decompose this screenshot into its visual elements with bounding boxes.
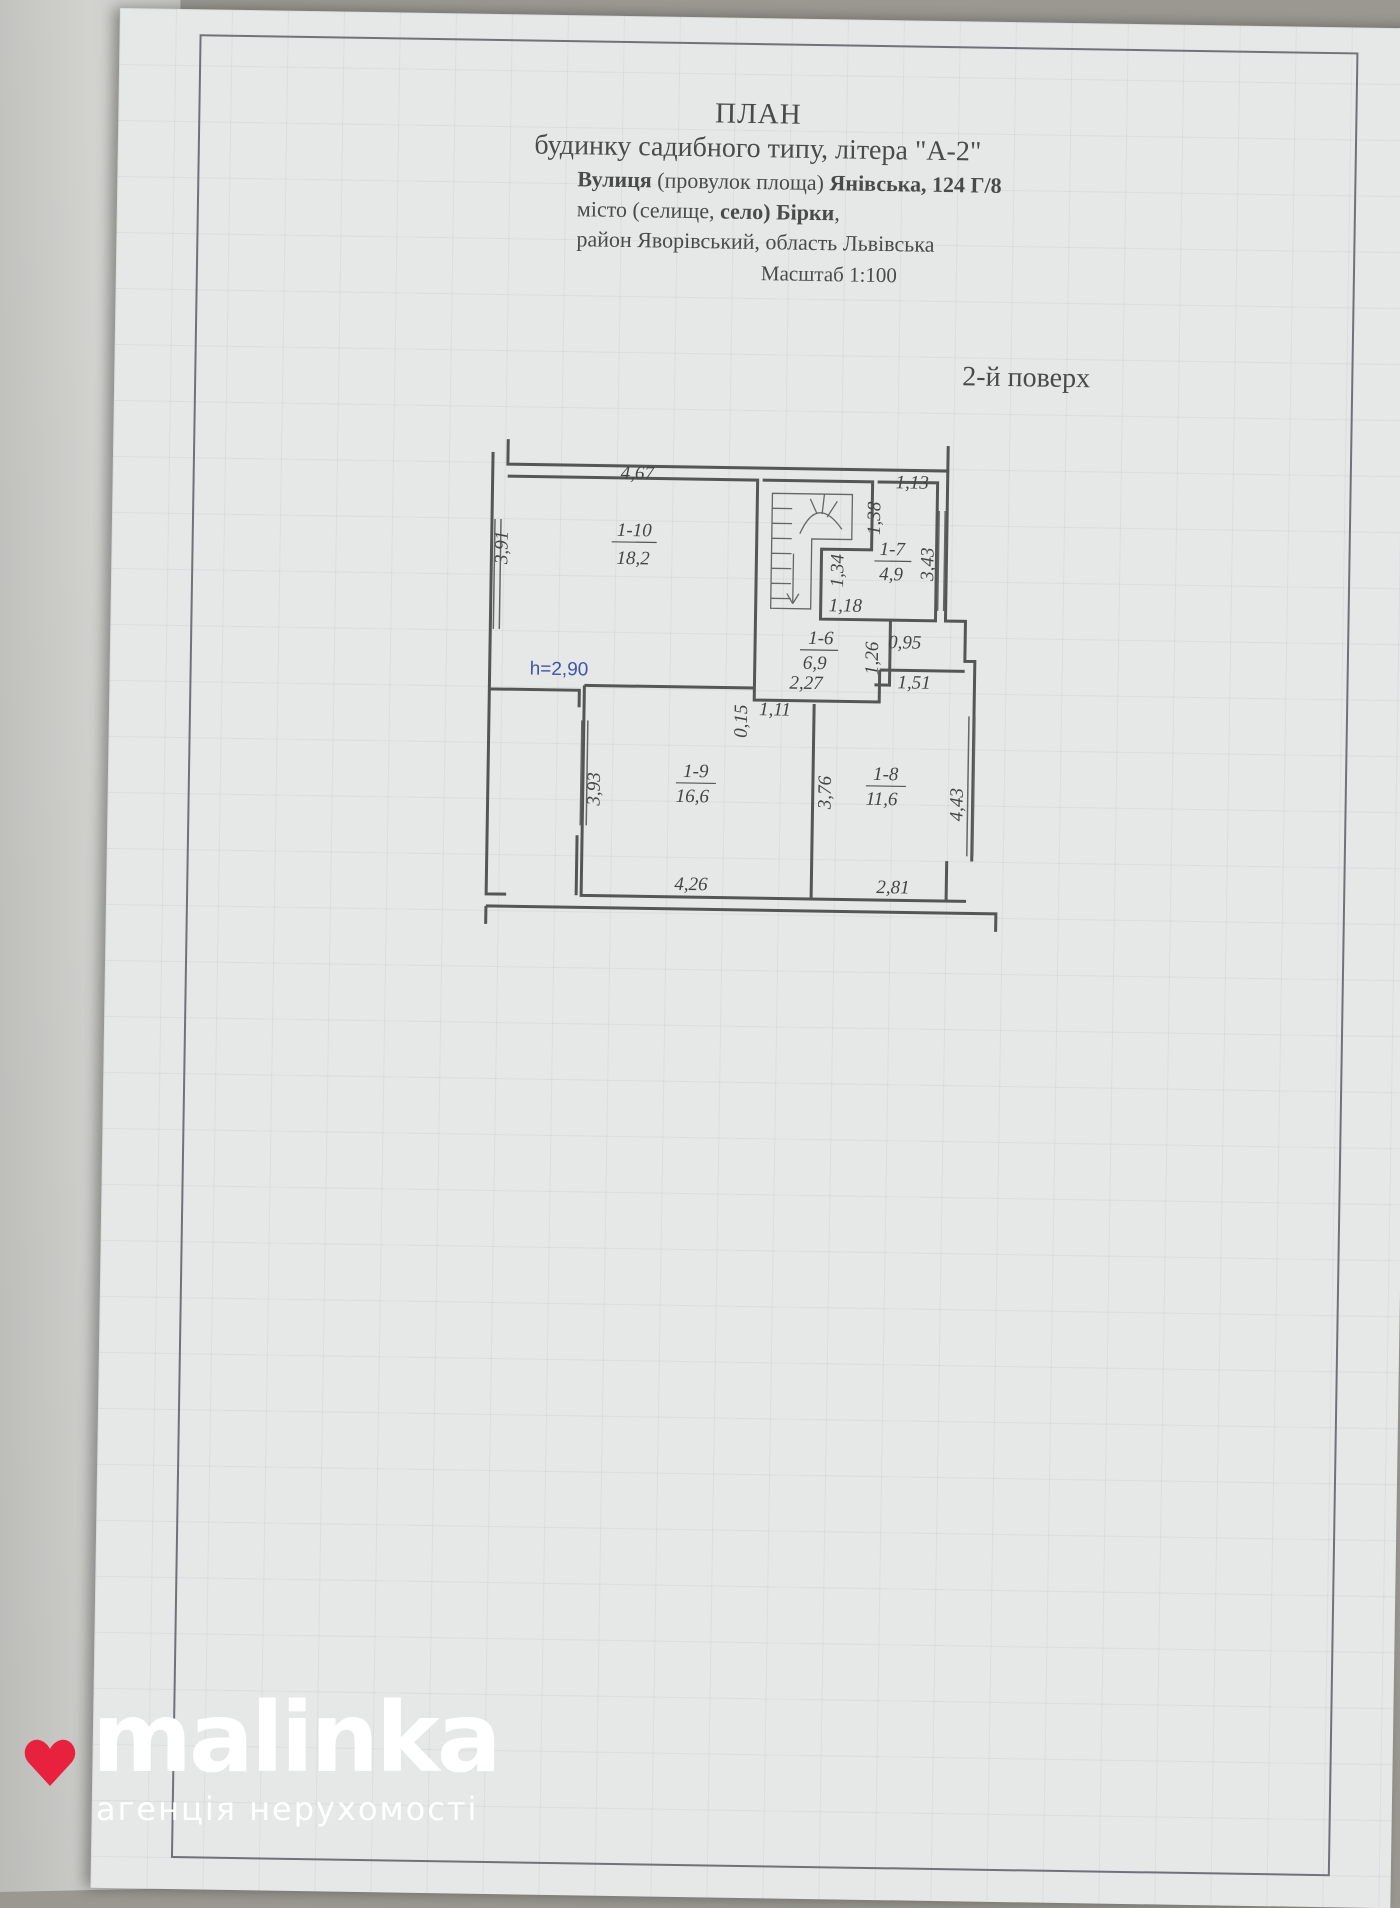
room-1-7-id: 1-7 [879,539,906,560]
street-line: Вулиця (провулок площа) Янівська, 124 Г/… [577,166,1107,200]
dim-stair-small: 1,38 [864,501,886,535]
city-value: Бірки [775,199,835,226]
title-block: ПЛАН будинку садибного типу, літера "А-2… [406,93,1109,292]
city-line: місто (селище, село) Бірки, [577,196,1107,230]
room-1-10-area: 18,2 [616,548,650,570]
room-1-6-area: 6,9 [803,653,828,674]
dim-stair-side: 1,34 [827,553,849,587]
room-1-9-id: 1-9 [683,761,709,782]
street-paren: (провулок площа) [657,167,825,196]
stair-mark [769,492,854,610]
room-1-8-line [865,785,906,788]
dim-mid-lower: 3,76 [814,775,836,810]
brand-tagline: агенція нерухомості [96,1790,479,1828]
room-1-7-line [874,560,912,563]
plan-walls [484,439,998,932]
dim-bottom-left: 4,26 [674,874,708,896]
city-selo: село) [719,198,771,225]
floor-plan: 4,67 3,91 1-10 18,2 h=2,90 1,13 1,38 3,4… [484,439,998,932]
room-1-6-id: 1-6 [808,628,834,649]
dim-left-upper: 3,91 [491,531,513,566]
room-1-10-line [611,541,657,544]
room-1-8-area: 11,6 [865,789,898,811]
dim-bottom-right: 2,81 [876,877,910,899]
dim-wall-thickness: 0,15 [731,704,753,738]
dim-left-lower: 3,93 [584,772,606,807]
window-marks [492,510,976,857]
dim-right-upper: 3,43 [917,547,939,582]
street-value: Янівська, 124 Г/8 [829,170,1002,198]
heart-icon [24,1739,76,1786]
district-line: район Яворівський, область Львівська [576,226,935,257]
dim-room8-top: 1,51 [897,672,931,694]
dim-right-lower: 4,43 [946,788,968,822]
street-label: Вулиця [577,166,652,193]
room-1-9-line [675,782,716,785]
city-label: місто (селище, [576,196,715,224]
room-1-9-area: 16,6 [676,786,710,808]
document-sheet: ПЛАН будинку садибного типу, літера "А-2… [90,8,1400,1908]
room-1-7-area: 4,9 [879,564,904,585]
watermark-logo: malinka агенція нерухомості [22,1690,542,1830]
room-1-6-line [799,649,839,651]
dim-top: 4,67 [621,463,656,485]
brand-name: malinka [92,1682,502,1794]
city-end: , [834,200,841,226]
dim-ledge: 0,95 [888,632,922,654]
dim-corridor-side: 1,26 [862,641,884,675]
room-1-8-id: 1-8 [873,764,899,785]
dim-room9-top: 1,11 [759,699,791,720]
dim-under-stair: 1,18 [829,595,863,617]
room-1-10-id: 1-10 [617,520,653,542]
dim-corridor-bottom: 2,27 [789,673,824,695]
floor-label: 2-й поверх [962,361,1091,395]
ceiling-height: h=2,90 [530,659,589,681]
dim-right-upper-top: 1,13 [895,472,929,494]
